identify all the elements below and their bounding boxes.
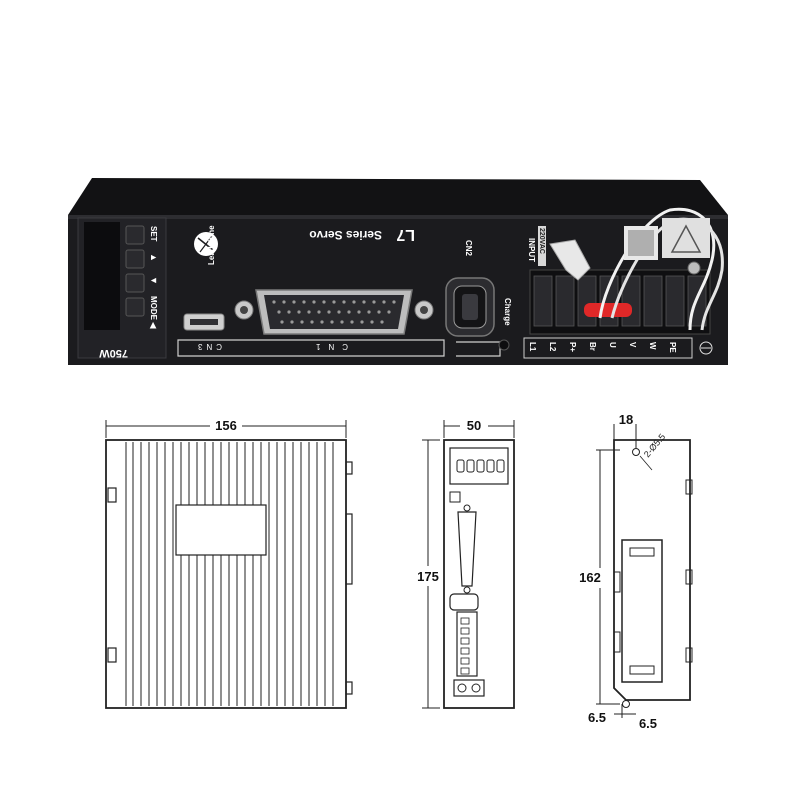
charge-label: Charge xyxy=(503,298,512,326)
terminal-br: Br xyxy=(588,342,597,351)
key-label-down: ▼ xyxy=(149,276,159,285)
voltage-label: 220VAC xyxy=(538,228,545,254)
dim-hole-label: 2-Ø5.5 xyxy=(642,432,667,460)
power-label: 750W xyxy=(99,347,128,359)
terminal-w: W xyxy=(648,342,657,350)
key-set[interactable] xyxy=(125,225,145,245)
input-label: INPUT xyxy=(527,238,536,262)
dim-bottom-left: 6.5 xyxy=(588,710,606,725)
back-view-drawing xyxy=(596,424,693,718)
white-cable xyxy=(598,207,716,331)
front-view-drawing xyxy=(422,420,515,709)
key-up[interactable] xyxy=(125,249,145,269)
cn3-label: CN3 xyxy=(194,342,222,351)
model-label: L7 xyxy=(396,226,415,243)
terminal-pe: PE xyxy=(668,342,677,353)
charge-led xyxy=(498,339,510,351)
dim-front-width: 50 xyxy=(467,418,481,433)
key-label-set: SET xyxy=(149,226,158,242)
drive-top-surface xyxy=(68,178,728,215)
brand-logo: Leadshine xyxy=(194,225,218,265)
key-label-up: ▲ xyxy=(149,253,159,262)
red-jumper xyxy=(584,303,632,317)
terminal-l1: L1 xyxy=(528,342,537,352)
cn2-label: CN2 xyxy=(464,240,473,257)
terminal-l2: L2 xyxy=(548,342,557,352)
ground-icon xyxy=(699,341,713,355)
cn1-port[interactable] xyxy=(234,289,434,335)
dim-front-height: 175 xyxy=(417,569,439,584)
dim-side-width: 156 xyxy=(215,418,237,433)
terminal-lever[interactable] xyxy=(549,239,591,281)
cn1-label: CN1 xyxy=(308,342,348,351)
dim-back-top-offset: 18 xyxy=(619,412,633,427)
brand-name: Leadshine xyxy=(207,225,216,265)
key-mode[interactable] xyxy=(125,297,145,317)
terminal-u: U xyxy=(608,342,617,348)
terminal-p-plus: P+ xyxy=(568,342,577,352)
side-view-drawing xyxy=(105,420,353,709)
display-window xyxy=(84,222,120,330)
dim-back-height: 162 xyxy=(579,570,601,585)
key-label-mode: MODE ◀ xyxy=(149,296,158,329)
key-down[interactable] xyxy=(125,273,145,293)
servo-drive-photo: SET ▲ ▼ MODE ◀ 750W Leadshine Series Ser… xyxy=(68,178,728,365)
series-label: Series Servo xyxy=(309,228,382,242)
terminal-block xyxy=(529,269,711,335)
terminal-v: V xyxy=(628,342,637,348)
cn2-port[interactable] xyxy=(445,277,495,337)
dim-bottom-right: 6.5 xyxy=(639,716,657,731)
